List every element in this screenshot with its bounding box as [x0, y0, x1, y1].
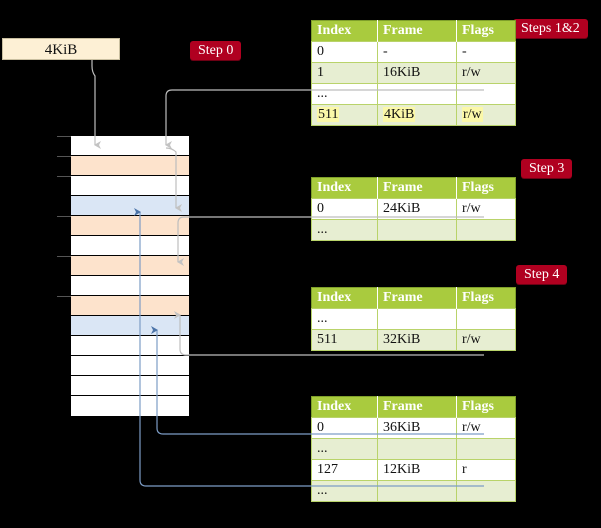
memory-frame-row [71, 276, 189, 296]
column-header-index: Index [311, 20, 378, 42]
cell-frame: 4KiB [377, 104, 457, 126]
cell-index: 0 [311, 41, 378, 63]
table-row: ... [311, 308, 516, 330]
cell-flags [456, 308, 516, 330]
memory-frame-row [71, 196, 189, 216]
cell-frame [377, 480, 457, 502]
cell-flags: r/w [456, 329, 516, 351]
physical-memory-column [57, 135, 190, 416]
memory-frame-row [71, 336, 189, 356]
cell-index: ... [311, 480, 378, 502]
table-row: ... [311, 480, 516, 502]
cell-flags [456, 83, 516, 105]
cell-frame: 36KiB [377, 417, 457, 439]
cell-frame [377, 308, 457, 330]
badge-steps-1-2: Steps 1&2 [513, 19, 588, 38]
memory-frame-row [57, 256, 189, 276]
cell-frame: - [377, 41, 457, 63]
cell-index: ... [311, 83, 378, 105]
table-row: ... [311, 219, 516, 241]
cell-flags: - [456, 41, 516, 63]
highlighted-value: 511 [317, 107, 340, 122]
column-header-flags: Flags [456, 177, 516, 199]
cell-index: ... [311, 219, 378, 241]
cell-flags: r/w [456, 62, 516, 84]
column-header-index: Index [311, 287, 378, 309]
column-header-frame: Frame [377, 177, 457, 199]
cell-frame: 12KiB [377, 459, 457, 481]
memory-frame-row [57, 136, 189, 156]
column-header-frame: Frame [377, 287, 457, 309]
cell-index: 0 [311, 417, 378, 439]
cell-flags: r [456, 459, 516, 481]
memory-frame-row [71, 396, 189, 416]
memory-frame-row [71, 356, 189, 376]
column-header-frame: Frame [377, 396, 457, 418]
cell-flags: r/w [456, 104, 516, 126]
badge-step-3: Step 3 [521, 159, 573, 178]
cell-frame: 24KiB [377, 198, 457, 220]
cell-index: ... [311, 308, 378, 330]
memory-frame-row [57, 176, 189, 196]
source-frame-box: 4KiB [2, 38, 120, 60]
cell-flags: r/w [456, 417, 516, 439]
memory-tick-mark [57, 216, 71, 217]
column-header-flags: Flags [456, 396, 516, 418]
memory-frame-row [71, 236, 189, 256]
highlighted-value: r/w [462, 107, 483, 122]
cell-index: 511 [311, 329, 378, 351]
column-header-index: Index [311, 177, 378, 199]
memory-frame-row [71, 316, 189, 336]
cell-index: 0 [311, 198, 378, 220]
badge-step-0: Step 0 [190, 41, 242, 60]
badge-step-4: Step 4 [516, 265, 568, 284]
memory-tick-mark [57, 156, 71, 157]
memory-frame-row [57, 216, 189, 236]
cell-flags [456, 438, 516, 460]
memory-tick-mark [57, 136, 71, 137]
cell-frame [377, 83, 457, 105]
cell-index: 1 [311, 62, 378, 84]
memory-frame-row [71, 376, 189, 396]
wire-step0 [91, 60, 101, 149]
cell-flags: r/w [456, 198, 516, 220]
table-row: 511 4KiB r/w [311, 104, 516, 126]
column-header-index: Index [311, 396, 378, 418]
cell-frame [377, 219, 457, 241]
column-header-frame: Frame [377, 20, 457, 42]
cell-frame [377, 438, 457, 460]
cell-index: ... [311, 438, 378, 460]
cell-flags [456, 480, 516, 502]
memory-frame-row [57, 296, 189, 316]
cell-index: 127 [311, 459, 378, 481]
column-header-flags: Flags [456, 20, 516, 42]
table-row: 0-- [311, 41, 516, 63]
table-row: ... [311, 438, 516, 460]
cell-frame: 16KiB [377, 62, 457, 84]
memory-tick-mark [57, 256, 71, 257]
table-row: ... [311, 83, 516, 105]
highlighted-value: 4KiB [383, 107, 416, 122]
cell-flags [456, 219, 516, 241]
cell-index: 511 [311, 104, 378, 126]
memory-tick-mark [57, 296, 71, 297]
memory-tick-mark [57, 176, 71, 177]
cell-frame: 32KiB [377, 329, 457, 351]
column-header-flags: Flags [456, 287, 516, 309]
memory-frame-row [57, 156, 189, 176]
